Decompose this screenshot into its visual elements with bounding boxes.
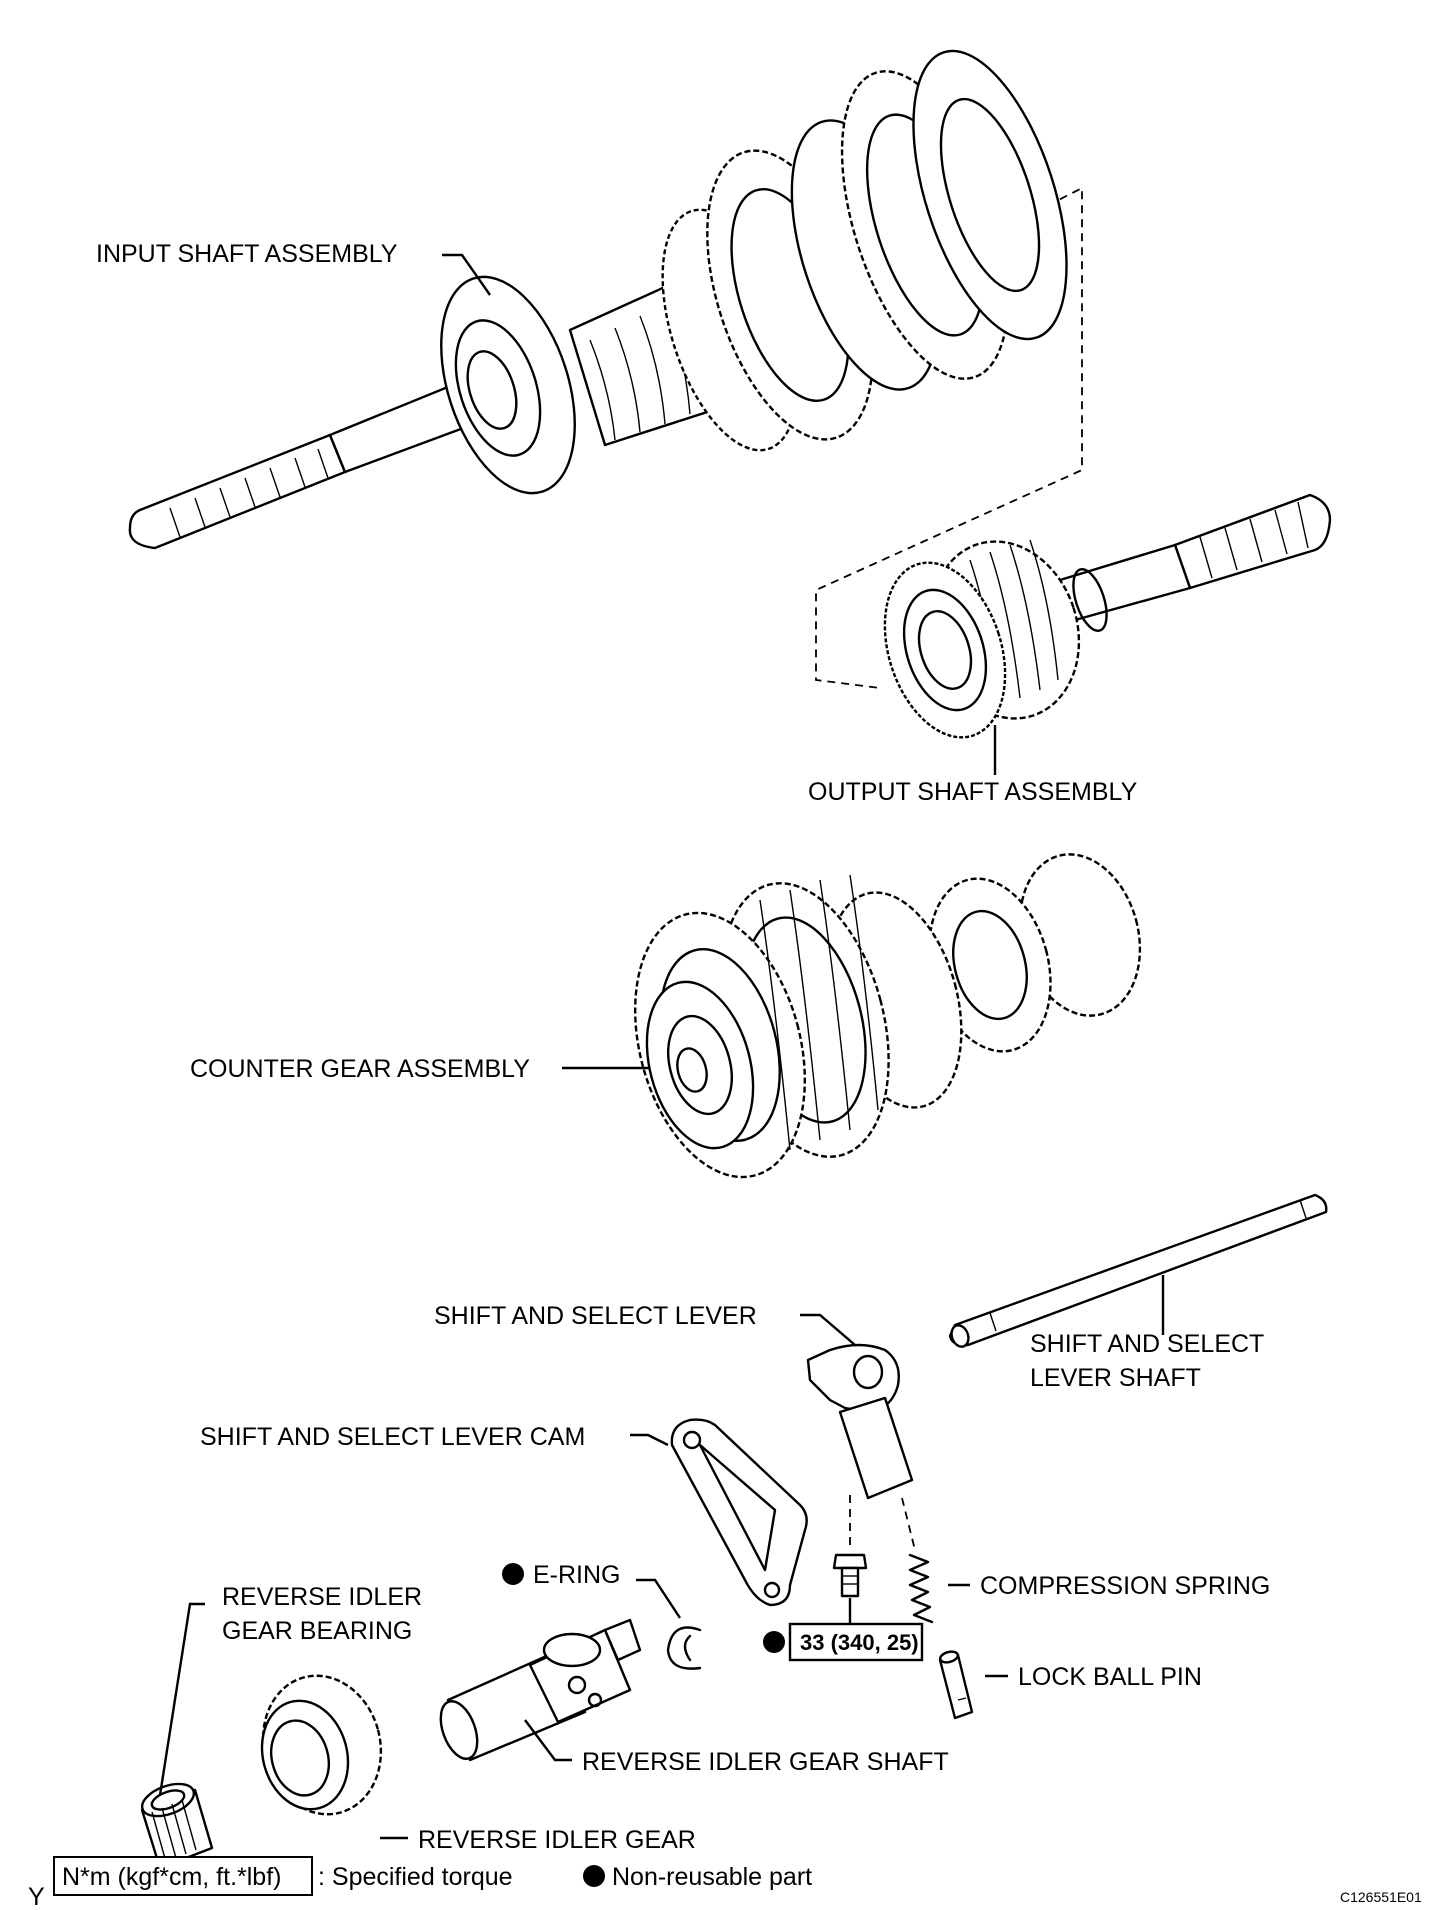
output-shaft-assembly-drawing [883, 493, 1332, 775]
idler-shaft-leader [524, 1719, 572, 1762]
output-shaft-label: OUTPUT SHAFT ASSEMBLY [808, 778, 1138, 806]
figure-code: C126551E01 [1340, 1889, 1422, 1905]
torque-nonreusable-dot [763, 1631, 785, 1653]
e-ring-nonreusable-dot [502, 1563, 524, 1585]
nonreusable-legend-desc: Non-reusable part [612, 1863, 812, 1891]
idler-bearing-label-line2: GEAR BEARING [222, 1617, 412, 1645]
reverse-idler-gear-drawing [260, 1674, 408, 1840]
input-shaft-label: INPUT SHAFT ASSEMBLY [96, 240, 398, 268]
lever-shaft-label-line1: SHIFT AND SELECT [1030, 1330, 1264, 1358]
e-ring-label: E-RING [533, 1561, 621, 1589]
idler-bearing-leader [158, 1602, 205, 1796]
shift-lever-label: SHIFT AND SELECT LEVER [434, 1302, 757, 1330]
lever-cam-leader [630, 1433, 669, 1447]
lever-shaft-label-line2: LEVER SHAFT [1030, 1364, 1201, 1392]
lock-ball-pin-drawing [938, 1650, 1008, 1720]
e-ring-drawing [636, 1578, 702, 1670]
lever-bolt-drawing [832, 1495, 868, 1624]
shift-select-lever-drawing [800, 1313, 914, 1500]
compression-spring-label: COMPRESSION SPRING [980, 1572, 1270, 1600]
nonreusable-legend-dot [583, 1865, 605, 1887]
reverse-idler-bearing-drawing [140, 1602, 214, 1870]
lock-ball-pin-label: LOCK BALL PIN [1018, 1663, 1202, 1691]
torque-value-label: 33 (340, 25) [800, 1630, 919, 1655]
idler-gear-label: REVERSE IDLER GEAR [418, 1826, 696, 1854]
counter-gear-assembly-drawing [562, 853, 1142, 1179]
torque-legend-desc: : Specified torque [318, 1863, 513, 1891]
torque-legend-units: N*m (kgf*cm, ft.*lbf) [62, 1863, 281, 1891]
input-shaft-leader [442, 253, 491, 296]
corner-mark: Y [28, 1883, 45, 1910]
input-shaft-assembly-drawing [128, 49, 1083, 689]
torque-value-box [788, 1622, 924, 1662]
input-shaft-alignment-guide [815, 186, 1083, 689]
legend: Y N*m (kgf*cm, ft.*lbf) : Specified torq… [28, 1856, 812, 1910]
shift-select-lever-cam-drawing [630, 1418, 808, 1607]
idler-bearing-label-line1: REVERSE IDLER [222, 1583, 422, 1611]
shift-lever-leader [800, 1313, 856, 1346]
counter-gear-label: COUNTER GEAR ASSEMBLY [190, 1055, 530, 1083]
lever-cam-label: SHIFT AND SELECT LEVER CAM [200, 1423, 585, 1451]
shift-select-lever-shaft-drawing [948, 1193, 1328, 1348]
reverse-idler-shaft-drawing [439, 1618, 642, 1762]
e-ring-leader [636, 1578, 682, 1619]
compression-spring-drawing [901, 1497, 970, 1624]
idler-shaft-label: REVERSE IDLER GEAR SHAFT [582, 1748, 949, 1776]
torque-legend-box [53, 1856, 313, 1896]
